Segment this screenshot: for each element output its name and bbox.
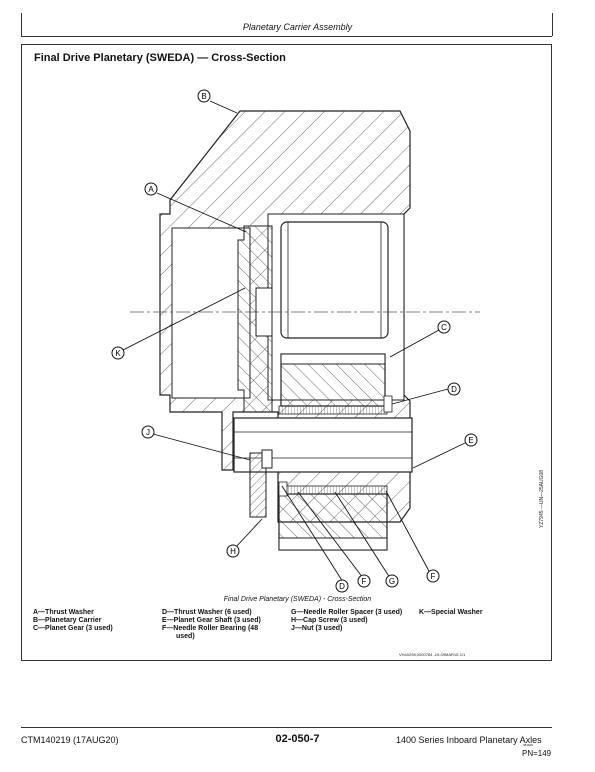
figure-reference-code: VH40298,0000784 -19-09MAR15-1/1	[399, 652, 466, 657]
section-title: Final Drive Planetary (SWEDA) — Cross-Se…	[34, 52, 286, 64]
header-rule	[21, 36, 552, 37]
footer-doc-id: CTM140219 (17AUG20)	[21, 735, 119, 745]
callout-a: A	[144, 182, 158, 196]
legend-col-1: A—Thrust Washer B—Planetary Carrier C—Pl…	[33, 609, 113, 633]
legend-col-3: G—Needle Roller Spacer (3 used) H—Cap Sc…	[291, 609, 402, 633]
callout-e: E	[464, 433, 478, 447]
legend-item: used)	[176, 633, 195, 640]
callout-k: K	[111, 346, 125, 360]
callout-d-right: D	[447, 382, 461, 396]
legend-item: K—Special Washer	[419, 609, 483, 616]
legend-item: B—Planetary Carrier	[33, 617, 102, 624]
upper-planet-gear	[280, 221, 389, 339]
figure-side-code: YZ7945 —UN—25AUG08	[539, 469, 545, 528]
svg-text:E: E	[468, 436, 473, 445]
footer-page-code: 02-050-7	[275, 733, 320, 745]
legend-item: C—Planet Gear (3 used)	[33, 625, 113, 632]
thrust-washer-bottom	[278, 481, 288, 497]
footer-date-code: 081920	[523, 743, 534, 747]
svg-text:H: H	[230, 547, 236, 556]
svg-text:F: F	[362, 577, 367, 586]
svg-text:F: F	[431, 572, 436, 581]
svg-text:C: C	[441, 323, 447, 332]
legend-col-4: K—Special Washer	[419, 609, 483, 617]
svg-text:K: K	[115, 349, 121, 358]
svg-text:G: G	[389, 577, 395, 586]
header-title: Planetary Carrier Assembly	[242, 22, 353, 32]
header-left-tick	[21, 13, 22, 36]
callout-b: B	[197, 89, 211, 103]
thrust-washer-top	[383, 395, 393, 413]
legend-col-2: D—Thrust Washer (6 used) E—Planet Gear S…	[162, 609, 261, 641]
legend-item: J—Nut (3 used)	[291, 625, 343, 632]
planet-gear-top	[280, 353, 386, 365]
header-right-tick	[552, 13, 553, 36]
footer-manual-title: 1400 Series Inboard Planetary Axles	[396, 735, 542, 745]
callout-c: C	[437, 320, 451, 334]
callout-f-bottom: F	[357, 574, 371, 588]
callout-f-right: F	[426, 569, 440, 583]
needle-rollers-top	[278, 405, 388, 415]
figure-caption: Final Drive Planetary (SWEDA) - Cross-Se…	[223, 596, 372, 603]
legend-item: A—Thrust Washer	[33, 609, 94, 616]
legend-item: D—Thrust Washer (6 used)	[162, 609, 252, 616]
footer-rule	[21, 727, 552, 728]
svg-text:B: B	[201, 92, 206, 101]
legend-item: E—Planet Gear Shaft (3 used)	[162, 617, 261, 624]
nut	[261, 449, 273, 469]
needle-rollers-bottom	[278, 485, 388, 495]
legend-item: F—Needle Roller Bearing (48	[162, 625, 259, 632]
cross-section-drawing: B A K C D E J H D F G F	[111, 89, 480, 593]
callout-d-bottom: D	[335, 579, 349, 593]
callout-h: H	[226, 544, 240, 558]
footer-page-number: PN=149	[522, 749, 552, 758]
legend-item: G—Needle Roller Spacer (3 used)	[291, 609, 403, 616]
svg-text:J: J	[146, 428, 150, 437]
cap-screw	[249, 452, 267, 518]
svg-text:A: A	[148, 185, 154, 194]
svg-text:D: D	[451, 385, 457, 394]
callout-g: G	[385, 574, 399, 588]
callout-j: J	[141, 425, 155, 439]
figure-frame	[21, 44, 552, 661]
legend-item: H—Cap Screw (3 used)	[291, 617, 368, 624]
svg-text:D: D	[339, 582, 345, 591]
